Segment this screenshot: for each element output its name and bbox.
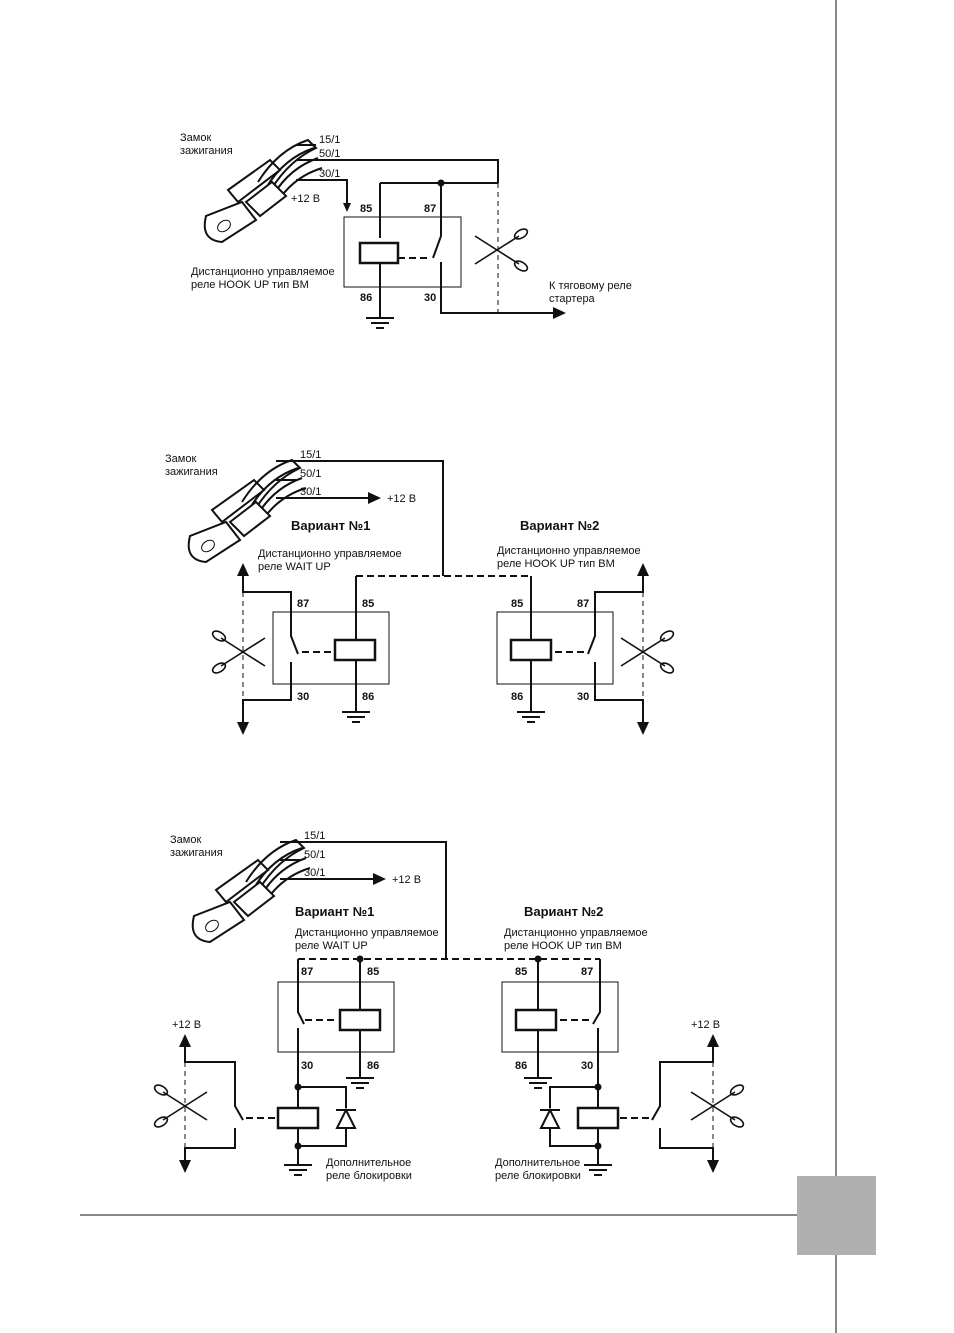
pin30-d2r: 30: [577, 691, 589, 703]
extra-relay-right-b: реле блокировки: [495, 1170, 581, 1182]
relay-desc-2d: реле HOOK UP тип BM: [497, 558, 615, 570]
plus12-label-3: +12 В: [392, 874, 421, 886]
relay-coil-2l: [333, 638, 377, 662]
pin-50-label-3: 50/1: [304, 849, 325, 861]
plus12-label-3l: +12 В: [172, 1019, 201, 1031]
pin30-d1: 30: [424, 292, 436, 304]
diode-icon: [539, 1107, 561, 1129]
relay-desc-3d: реле HOOK UP тип BM: [504, 940, 622, 952]
pin30-d3l: 30: [301, 1060, 313, 1072]
page-tab: [797, 1176, 876, 1255]
pin-15-label-3: 15/1: [304, 830, 325, 842]
relay-coil-3r: [514, 1008, 558, 1032]
pin-15-label: 15/1: [319, 134, 340, 146]
pin-30-label-2: 30/1: [300, 486, 321, 498]
relay-coil-1: [358, 241, 400, 265]
extra-relay-left-a: Дополнительное: [326, 1157, 411, 1169]
pin87-d1: 87: [424, 203, 436, 215]
pin85-d2l: 85: [362, 598, 374, 610]
diagram-2: Замок зажигания 15/1 50/1 30/1 +12 В Вар…: [165, 449, 676, 735]
relay-coil-3l: [338, 1008, 382, 1032]
pin30-d2l: 30: [297, 691, 309, 703]
variant1-label-2: Вариант №1: [291, 518, 370, 533]
variant1-label-3: Вариант №1: [295, 904, 374, 919]
ignition-label-3a: Замок: [170, 834, 201, 846]
pin30-d3r: 30: [581, 1060, 593, 1072]
relay-box-3-right: [501, 981, 619, 1053]
pin87-d3l: 87: [301, 966, 313, 978]
relay-coil-2r: [509, 638, 553, 662]
diagram-1: Замок зажигания 15/1 50/1 30/1 +12 В 85 …: [180, 132, 632, 329]
relay-desc-1a: Дистанционно управляемое: [191, 266, 335, 278]
pin85-d3r: 85: [515, 966, 527, 978]
relay-desc-3a: Дистанционно управляемое: [295, 927, 439, 939]
pin86-d2r: 86: [511, 691, 523, 703]
ignition-label-1a: Замок: [180, 132, 211, 144]
ground-icon: [341, 711, 371, 723]
ground-icon: [345, 1077, 375, 1089]
ignition-label-3b: зажигания: [170, 847, 223, 859]
ground-icon: [523, 1077, 553, 1089]
scissors-icon: [474, 226, 530, 274]
variant2-label-3: Вариант №2: [524, 904, 603, 919]
plus12-label-1: +12 В: [291, 193, 320, 205]
pin-50-label-2: 50/1: [300, 468, 321, 480]
ground-icon: [365, 317, 395, 329]
ground-icon: [516, 711, 546, 723]
extra-relay-right-a: Дополнительное: [495, 1157, 580, 1169]
scissors-icon: [690, 1082, 746, 1130]
relay-desc-1b: реле HOOK UP тип BM: [191, 279, 309, 291]
pin-15-label-2: 15/1: [300, 449, 321, 461]
starter-label-a: К тяговому реле: [549, 280, 632, 292]
relay-desc-3c: Дистанционно управляемое: [504, 927, 648, 939]
relay-desc-2a: Дистанционно управляемое: [258, 548, 402, 560]
pin86-d3l: 86: [367, 1060, 379, 1072]
diagram-3: Замок зажигания 15/1 50/1 30/1 +12 В Вар…: [153, 830, 746, 1182]
pin-30-label-3: 30/1: [304, 867, 325, 879]
ignition-label-1b: зажигания: [180, 145, 233, 157]
relay-desc-2c: Дистанционно управляемое: [497, 545, 641, 557]
pin86-d3r: 86: [515, 1060, 527, 1072]
ground-icon: [583, 1164, 613, 1176]
diode-icon: [335, 1107, 357, 1129]
plus12-label-3r: +12 В: [691, 1019, 720, 1031]
variant2-label-2: Вариант №2: [520, 518, 599, 533]
pin-30-label: 30/1: [319, 168, 340, 180]
pin87-d2l: 87: [297, 598, 309, 610]
block-relay-coil-right: [576, 1106, 620, 1130]
pin85-d3l: 85: [367, 966, 379, 978]
ground-icon: [283, 1164, 313, 1176]
extra-relay-left-b: реле блокировки: [326, 1170, 412, 1182]
ignition-label-2a: Замок: [165, 453, 196, 465]
pin-50-label: 50/1: [319, 148, 340, 160]
pin86-d2l: 86: [362, 691, 374, 703]
relay-box-1: [343, 216, 462, 288]
ignition-label-2b: зажигания: [165, 466, 218, 478]
scissors-icon: [211, 629, 265, 675]
relay-desc-3b: реле WAIT UP: [295, 940, 368, 952]
pin87-d2r: 87: [577, 598, 589, 610]
pin87-d3r: 87: [581, 966, 593, 978]
relay-box-2-right: [496, 611, 614, 685]
pin86-d1: 86: [360, 292, 372, 304]
relay-box-3-left: [277, 981, 395, 1053]
relay-box-2-left: [272, 611, 390, 685]
plus12-label-2: +12 В: [387, 493, 416, 505]
scissors-icon: [620, 628, 676, 676]
relay-desc-2b: реле WAIT UP: [258, 561, 331, 573]
pin85-d2r: 85: [511, 598, 523, 610]
pin85-d1: 85: [360, 203, 372, 215]
starter-label-b: стартера: [549, 293, 596, 305]
scissors-icon: [153, 1083, 207, 1129]
block-relay-coil-left: [276, 1106, 320, 1130]
